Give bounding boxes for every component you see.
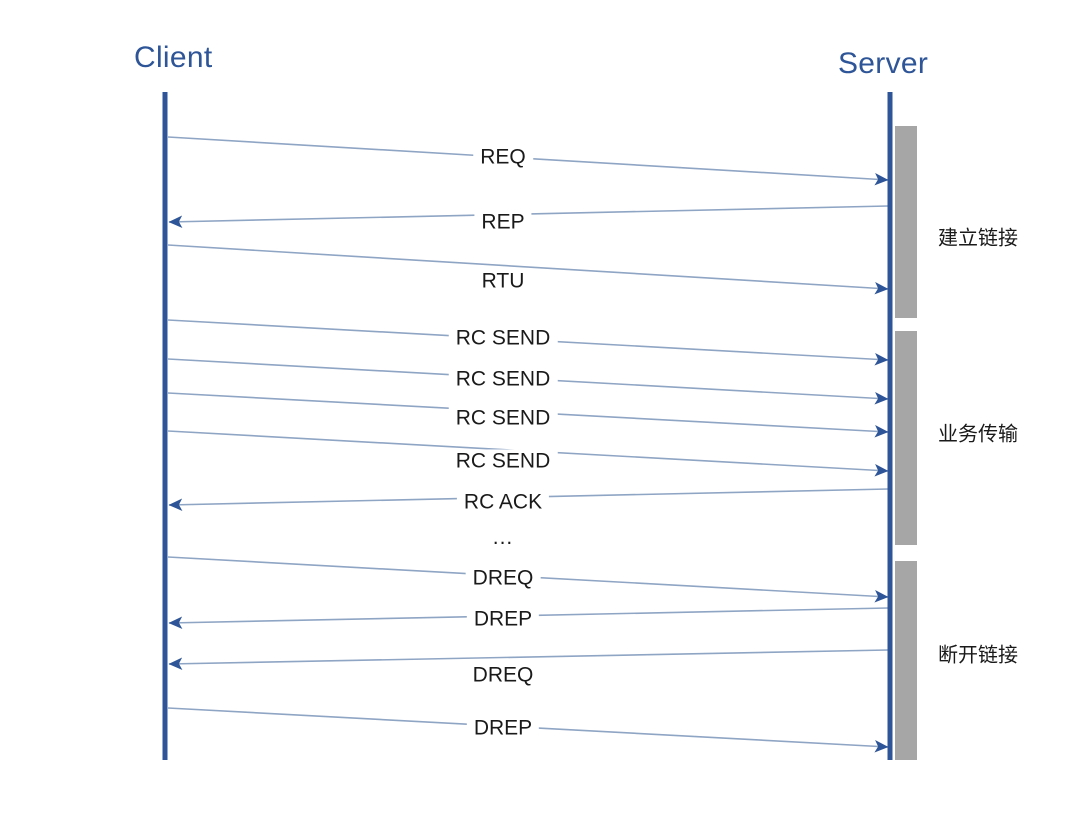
message-label-9: DREP bbox=[466, 607, 540, 631]
activation-bar-establish bbox=[895, 126, 917, 318]
message-label-0: REQ bbox=[473, 145, 533, 169]
message-arrow-10-dreq bbox=[168, 649, 889, 670]
phase-annotation-establish: 建立链接 bbox=[938, 227, 1018, 250]
message-label-2: RTU bbox=[474, 269, 532, 293]
activation-bar-disconnect bbox=[895, 561, 917, 760]
message-label-7: RC ACK bbox=[456, 490, 550, 514]
lifelines bbox=[162, 92, 893, 760]
message-label-3: RC SEND bbox=[448, 326, 558, 350]
phase-annotation-disconnect: 断开链接 bbox=[938, 644, 1018, 667]
message-label-8: DREQ bbox=[465, 566, 541, 590]
ellipsis-label: ... bbox=[492, 526, 514, 549]
phase-annotation-transmit: 业务传输 bbox=[938, 423, 1018, 446]
actor-label-client: Client bbox=[134, 41, 213, 74]
activation-bar-transmit bbox=[895, 331, 917, 545]
actor-label-server: Server bbox=[838, 47, 929, 80]
message-label-6: RC SEND bbox=[448, 449, 558, 473]
message-arrow-2-rtu bbox=[167, 244, 889, 295]
message-label-4: RC SEND bbox=[448, 367, 558, 391]
message-label-1: REP bbox=[474, 210, 532, 234]
message-label-11: DREP bbox=[466, 716, 540, 740]
activation-bars bbox=[895, 126, 917, 760]
message-label-5: RC SEND bbox=[448, 406, 558, 430]
message-label-10: DREQ bbox=[465, 663, 541, 687]
